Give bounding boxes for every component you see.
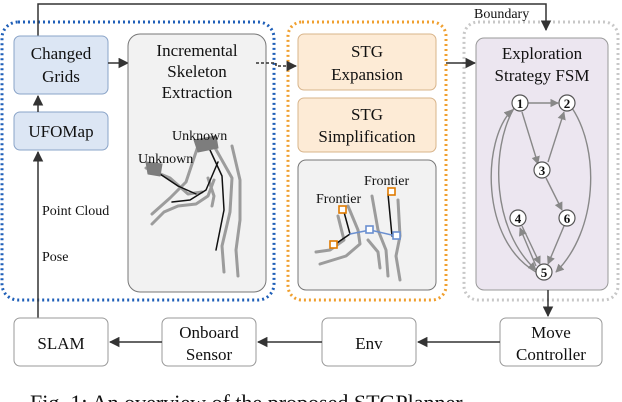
frontier-label-1: Frontier xyxy=(316,192,361,207)
perception-group-outline xyxy=(0,20,276,302)
onboard-sensor-label-2: Sensor xyxy=(186,345,233,364)
move-controller-label-1: Move xyxy=(531,323,571,342)
fsm-node-3: 3 xyxy=(533,161,551,179)
skeleton-title-3: Extraction xyxy=(162,83,233,102)
stg-expansion-label-1: STG xyxy=(351,42,383,61)
stg-frontier-box xyxy=(297,159,437,291)
boundary-arrow xyxy=(37,3,552,38)
frontier-marker-2 xyxy=(387,187,396,196)
stg-simplification-label-1: STG xyxy=(351,105,383,124)
skeleton-extraction-box xyxy=(127,33,267,293)
fsm-node-1: 1 xyxy=(511,94,529,112)
svg-text:1: 1 xyxy=(517,96,524,111)
skeleton-title-1: Incremental xyxy=(156,41,237,60)
fsm-title-1: Exploration xyxy=(502,44,583,63)
frontier-marker-3 xyxy=(329,240,338,249)
point-cloud-label: Point Cloud xyxy=(42,204,109,219)
unknown-label-2: Unknown xyxy=(138,152,193,167)
ufomap-label: UFOMap xyxy=(28,122,93,141)
fsm-title-2: Strategy FSM xyxy=(495,66,590,85)
svg-text:2: 2 xyxy=(564,96,571,111)
boundary-label: Boundary xyxy=(474,7,529,22)
stg-expansion-box xyxy=(297,33,437,91)
svg-text:3: 3 xyxy=(539,163,546,178)
env-label: Env xyxy=(355,334,383,353)
skeleton-to-stg-arrow xyxy=(256,60,298,72)
stg-node-2 xyxy=(392,231,401,240)
stg-simplification-label-2: Simplification xyxy=(318,127,416,146)
stg-expansion-label-2: Expansion xyxy=(331,65,403,84)
fsm-node-4: 4 xyxy=(509,209,527,227)
frontier-marker-1 xyxy=(338,205,347,214)
svg-text:5: 5 xyxy=(541,265,548,280)
pose-label: Pose xyxy=(42,250,68,265)
unknown-label-1: Unknown xyxy=(172,129,227,144)
stg-group-outline xyxy=(286,20,448,302)
skeleton-illustration xyxy=(144,135,242,278)
fsm-node-5: 5 xyxy=(535,263,553,281)
fsm-edges xyxy=(490,98,592,273)
stg-node-1 xyxy=(365,225,374,234)
fsm-node-6: 6 xyxy=(558,209,576,227)
svg-text:4: 4 xyxy=(515,211,522,226)
stg-simplification-box xyxy=(297,97,437,153)
onboard-sensor-label-1: Onboard xyxy=(179,323,239,342)
skeleton-title-2: Skeleton xyxy=(167,62,227,81)
figure-caption: Fig. 1: An overview of the proposed STGP… xyxy=(30,390,463,402)
svg-text:6: 6 xyxy=(564,211,571,226)
slam-label: SLAM xyxy=(37,334,84,353)
fsm-node-2: 2 xyxy=(558,94,576,112)
changed-grids-box xyxy=(13,35,109,95)
frontier-label-2: Frontier xyxy=(364,174,409,189)
changed-grids-label-1: Changed xyxy=(31,44,92,63)
ufomap-box xyxy=(13,111,109,151)
slam-box xyxy=(13,317,109,367)
move-controller-label-2: Controller xyxy=(516,345,586,364)
changed-grids-label-2: Grids xyxy=(42,67,80,86)
